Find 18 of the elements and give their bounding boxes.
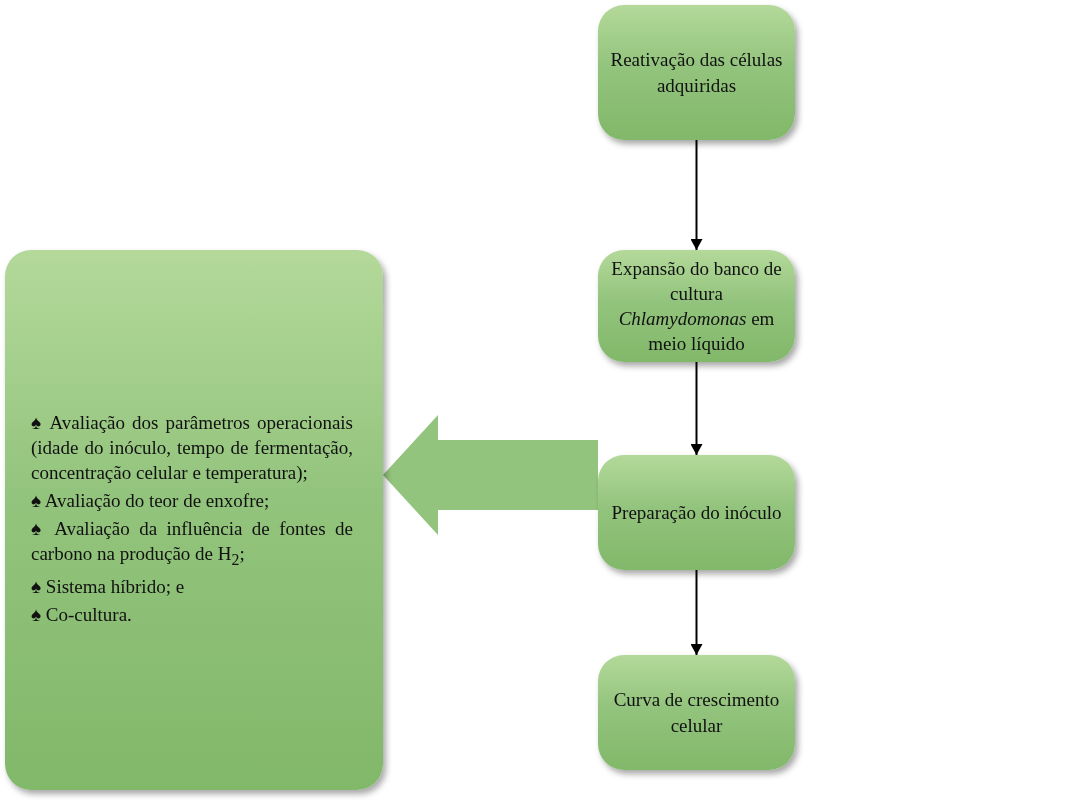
process-box bbox=[5, 250, 383, 790]
bullet-item: ♠ Avaliação dos parâmetros operacionais (idade do inóculo, tempo de fermentação, concentração celular e temperatura); bbox=[31, 410, 353, 486]
arrow bbox=[690, 361, 703, 456]
process-box bbox=[598, 655, 795, 770]
box-label: Curva de crescimento celular bbox=[612, 688, 781, 738]
bullet-item: ♠ Sistema híbrido; e bbox=[31, 574, 186, 599]
bullet-item: ♠ Co-cultura. bbox=[31, 603, 133, 628]
box-label: Reativação das células adquiridas bbox=[610, 48, 783, 98]
box-label: Preparação do inóculo bbox=[610, 500, 783, 525]
box-label: Expansão do banco de cultura Chlamydomonas em meio líquido bbox=[610, 256, 783, 357]
process-box bbox=[598, 5, 795, 140]
arrow bbox=[690, 139, 703, 251]
arrow bbox=[383, 415, 598, 535]
bullet-item: ♠ Avaliação da influência de fontes de carbono na produção de H$_{2}$; bbox=[31, 517, 353, 571]
arrow bbox=[690, 569, 703, 656]
process-box bbox=[598, 250, 795, 362]
bullet-item: ♠ Avaliação do teor de enxofre; bbox=[31, 489, 271, 514]
process-box bbox=[598, 455, 795, 570]
